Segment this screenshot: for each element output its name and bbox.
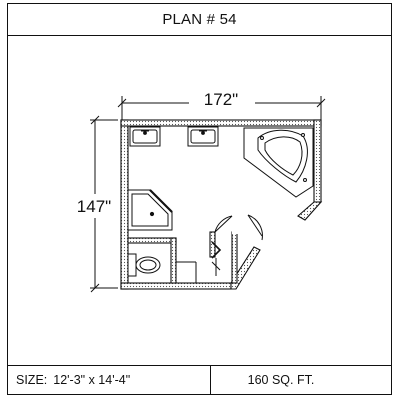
left-wall [120,119,129,290]
depth-label: 147" [77,197,111,216]
plan-title-bar: PLAN # 54 [8,4,391,36]
toilet-wall [170,237,177,284]
vanity-sink-left [129,126,161,147]
area-cell: 160 SQ. FT. [211,366,391,394]
top-wall [120,119,322,127]
entry-opening [232,228,248,234]
doors [176,215,233,283]
corner-tub [243,127,314,198]
right-wall [313,119,322,203]
corner-shower [127,189,173,231]
toilet [127,253,161,277]
size-value: 12'-3" x 14'-4" [53,373,131,387]
entry-door-swing [247,214,263,241]
closet-wall [231,231,238,284]
plan-sheet: PLAN # 54 SIZE: 12'-3" x 14'-4" 160 SQ. … [7,3,392,395]
width-label-bg [189,88,255,110]
tub-angled-wall [297,201,323,221]
entry-door-leaf [247,214,263,237]
plan-title: PLAN # 54 [162,11,237,28]
partition-wall [127,237,177,244]
size-label: SIZE: [16,373,48,387]
plan-footer: SIZE: 12'-3" x 14'-4" 160 SQ. FT. [8,365,391,394]
angled-wall [230,246,261,290]
walls [120,119,323,290]
vanity-sink-right [187,126,219,147]
depth-label-bg [72,194,118,218]
width-label: 172" [204,90,238,109]
area-value: 160 SQ. FT. [247,373,315,387]
size-cell: SIZE: 12'-3" x 14'-4" [8,366,211,394]
bottom-wall [120,282,232,290]
